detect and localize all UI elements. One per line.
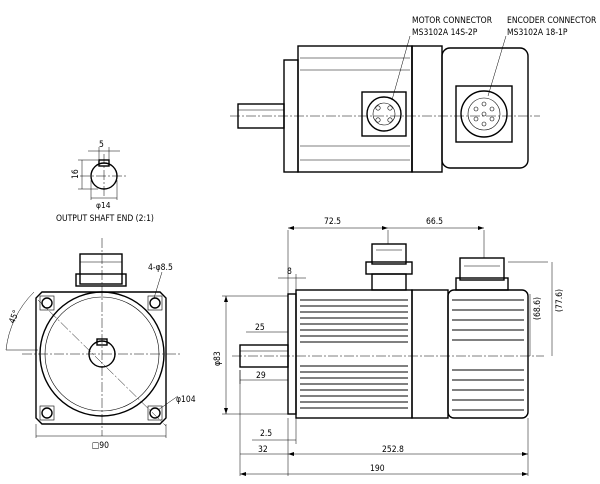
flange-dim: □90 [92, 441, 109, 451]
motor-connector-label: MOTOR CONNECTOR [412, 16, 493, 26]
side-view [222, 226, 553, 476]
body-length-dim: 252.8 [382, 445, 404, 455]
top-shaft [237, 103, 285, 129]
flange-to-connector-dim: 32 [258, 445, 268, 455]
angle-dim: 45° [8, 309, 22, 325]
holes-dim: 4-φ8.5 [148, 263, 173, 273]
total-length-dim: 190 [370, 464, 385, 474]
key-length-dim: 25 [255, 323, 265, 333]
shaft-end-detail [78, 147, 128, 200]
encoder-connector-plan [455, 85, 513, 143]
shaft-diameter-dim: φ14 [96, 201, 111, 210]
top-motor-body [297, 45, 413, 173]
top-joint [411, 45, 443, 173]
key-width-dim: 5 [99, 140, 104, 150]
height-inner-dim: (68.6) [533, 297, 543, 320]
shaft-key-height-dim: 16 [71, 169, 81, 179]
motor-connector-part: MS3102A 14S-2P [412, 28, 478, 38]
output-shaft-end-label: OUTPUT SHAFT END (2:1) [56, 214, 154, 224]
top-view [230, 35, 540, 173]
encoder-connector-label: ENCODER CONNECTOR [507, 16, 597, 26]
encoder-length-dim: 66.5 [426, 217, 443, 227]
motor-connector-plan [361, 91, 407, 137]
motor-length-dim: 72.5 [324, 217, 341, 227]
pilot-depth-dim: 2.5 [260, 429, 272, 439]
flange-thickness-dim: 8 [287, 267, 292, 277]
pcd-dim: φ104 [176, 395, 196, 405]
encoder-connector-part: MS3102A 18-1P [507, 28, 568, 38]
height-outer-dim: (77.6) [555, 289, 565, 312]
top-encoder-body [441, 47, 529, 169]
shaft-length-dim: 29 [256, 371, 266, 381]
front-view [5, 238, 180, 438]
pilot-diameter-dim: φ83 [213, 351, 223, 366]
